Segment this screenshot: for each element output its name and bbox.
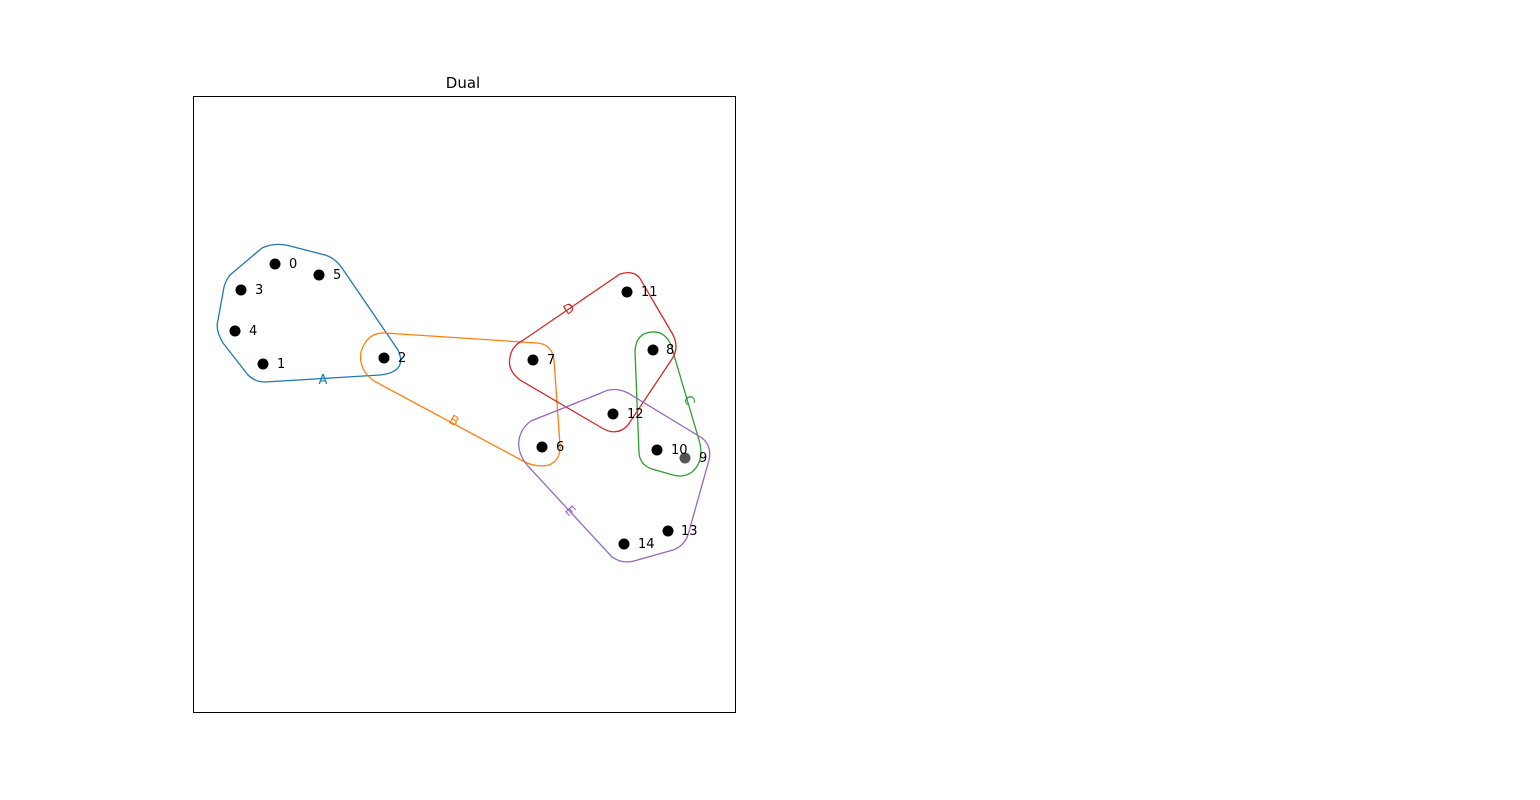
hyperedge-a-hull [216, 243, 402, 383]
node-label-8: 8 [666, 343, 674, 358]
hyperedge-a-label: A [319, 373, 328, 388]
node-8 [647, 344, 659, 356]
hyperedge-c-label: C [680, 394, 697, 407]
node-label-6: 6 [556, 440, 564, 455]
node-label-10: 10 [671, 443, 688, 458]
node-12 [607, 408, 619, 420]
node-label-2: 2 [398, 351, 406, 366]
hyperedge-c-hull [634, 331, 702, 477]
node-label-14: 14 [638, 537, 655, 552]
node-label-13: 13 [681, 524, 698, 539]
node-label-1: 1 [277, 357, 285, 372]
node-label-12: 12 [627, 407, 644, 422]
node-label-7: 7 [547, 353, 555, 368]
node-14 [618, 538, 630, 550]
node-2 [378, 352, 390, 364]
node-7 [527, 354, 539, 366]
node-label-11: 11 [641, 285, 658, 300]
node-label-5: 5 [333, 268, 341, 283]
node-10 [651, 444, 663, 456]
node-label-9: 9 [699, 451, 707, 466]
node-label-4: 4 [249, 324, 257, 339]
node-5 [313, 269, 325, 281]
plot-title: Dual [446, 74, 480, 92]
node-label-3: 3 [255, 283, 263, 298]
node-13 [662, 525, 674, 537]
plot-frame [193, 96, 736, 713]
node-6 [536, 441, 548, 453]
hyperedge-d-hull [508, 271, 677, 433]
node-9 [679, 452, 691, 464]
node-0 [269, 258, 281, 270]
hyperedge-e-hull [518, 388, 711, 563]
node-1 [257, 358, 269, 370]
node-3 [235, 284, 247, 296]
node-label-0: 0 [289, 257, 297, 272]
hyperedge-b-hull [359, 332, 561, 467]
node-4 [229, 325, 241, 337]
node-11 [621, 286, 633, 298]
